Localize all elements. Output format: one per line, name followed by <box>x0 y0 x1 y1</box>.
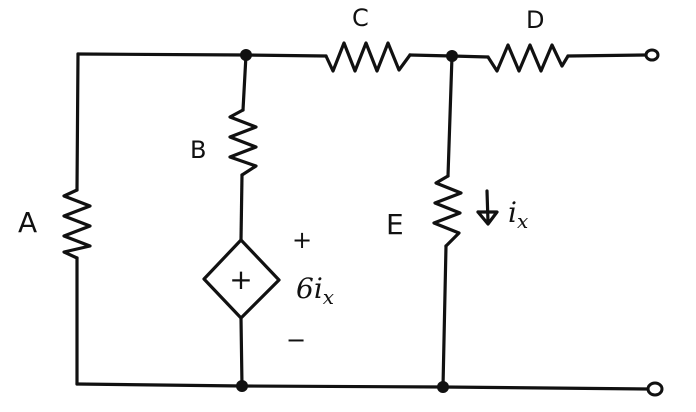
source-value: 6ix <box>296 272 334 309</box>
node-bottom-e <box>437 381 449 393</box>
wire-bottom <box>75 382 650 391</box>
label-e: E <box>386 208 404 241</box>
resistor-c <box>324 41 412 73</box>
dependent-source-inner-plus: + <box>229 263 252 296</box>
wire-top-left <box>76 52 248 57</box>
source-value-var: i <box>314 272 323 305</box>
current-label-var: i <box>508 196 517 229</box>
terminal-bottom <box>646 381 664 397</box>
node-top-b <box>240 49 252 61</box>
label-a: A <box>18 206 37 239</box>
resistor-b <box>228 108 258 177</box>
wire-b-middle <box>239 173 244 242</box>
source-polarity-plus: + <box>292 226 312 254</box>
current-label: ix <box>508 196 528 233</box>
label-d: D <box>526 6 544 34</box>
source-value-coeff: 6 <box>296 272 314 305</box>
resistor-a <box>62 188 92 260</box>
node-top-e <box>446 50 458 62</box>
wire-e-top <box>446 54 454 178</box>
wire-left-top <box>75 52 80 192</box>
dependent-source-diamond <box>202 238 281 320</box>
current-label-sub: x <box>517 209 528 233</box>
wire-top-c-e <box>408 53 454 58</box>
terminal-top <box>644 48 660 62</box>
node-bottom-b <box>236 380 248 392</box>
resistor-e <box>432 174 463 248</box>
resistor-d <box>486 43 570 73</box>
wire-top-d-terminal <box>566 53 648 58</box>
wire-e-bottom <box>441 244 448 389</box>
wire-top-e-d <box>450 54 490 59</box>
source-value-sub: x <box>323 285 334 309</box>
source-polarity-minus: − <box>286 326 306 354</box>
wire-b-bottom <box>239 316 244 388</box>
wire-top-b-c <box>244 53 328 58</box>
label-c: C <box>352 4 369 32</box>
current-arrow-icon <box>476 189 499 226</box>
label-b: B <box>190 136 206 164</box>
wire-b-top <box>241 53 248 112</box>
